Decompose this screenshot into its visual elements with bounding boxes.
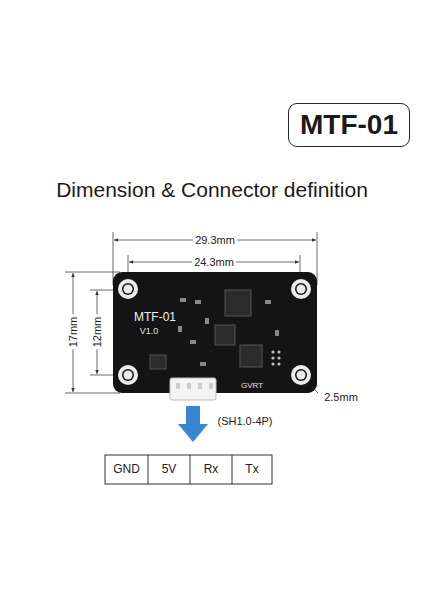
pcb-board: [113, 272, 317, 400]
dimension: 29.3mm: [193, 234, 237, 246]
connector-type: (SH1.0-4P): [217, 415, 272, 427]
silkscreen-text: V1.0: [140, 327, 159, 337]
pin-name: 5V: [162, 463, 177, 476]
silkscreen-text: GVRT: [241, 382, 263, 391]
model-name: MTF-01: [300, 109, 398, 141]
pin-name: GND: [113, 463, 140, 476]
dimension-lines: [65, 232, 318, 393]
model-badge: MTF-01: [288, 103, 410, 147]
dimension: 24.3mm: [192, 256, 236, 268]
dimension: 12mm: [91, 315, 103, 350]
down-arrow: [178, 406, 208, 442]
dimension: 2.5mm: [324, 391, 358, 403]
pin-name: Rx: [204, 463, 219, 476]
heading: Dimension & Connector definition: [56, 178, 368, 201]
silkscreen-text: MTF-01: [134, 311, 176, 324]
dimension: 17mm: [67, 315, 79, 350]
pin-name: Tx: [245, 463, 258, 476]
pin-table: [105, 455, 272, 484]
